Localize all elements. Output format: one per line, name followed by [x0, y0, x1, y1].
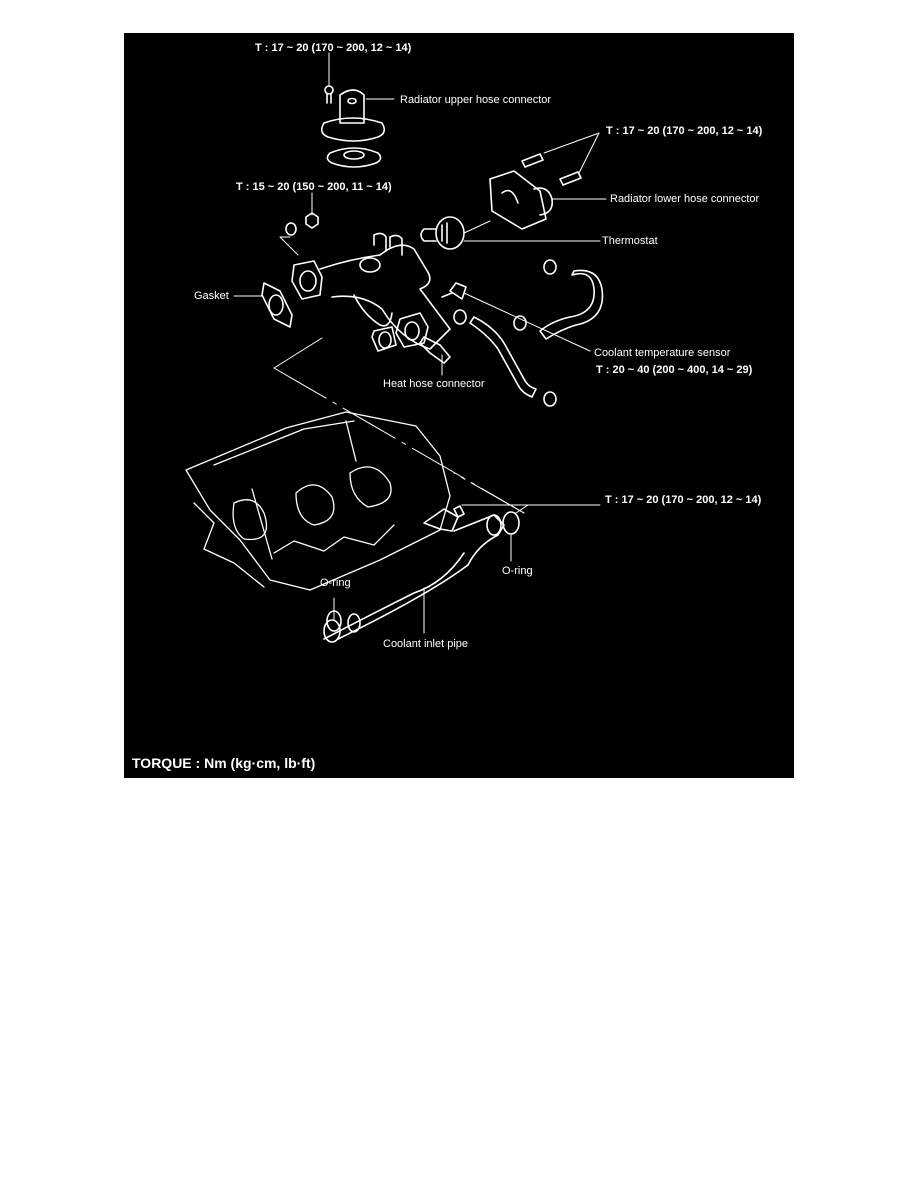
- label-gasket: Gasket: [194, 290, 229, 302]
- upper-gasket-icon: [326, 147, 382, 168]
- label-radiator-lower-hose-connector: Radiator lower hose connector: [610, 193, 760, 205]
- coolant-temperature-sensor-icon: [441, 282, 591, 352]
- label-thermostat: Thermostat: [602, 235, 658, 247]
- lower-connector-bolts-icon: [521, 132, 600, 186]
- radiator-upper-hose-connector-icon: [320, 89, 395, 142]
- outlet-nut-icon: [279, 192, 319, 256]
- lower-gasket-icon: [371, 326, 397, 352]
- heat-hose-connector-icon: [419, 336, 451, 376]
- label-o-ring-left: O-ring: [320, 577, 351, 589]
- coolant-inlet-pipe-icon: [323, 504, 601, 643]
- engine-block-icon: [185, 411, 451, 591]
- upper-connector-bolt-icon: [324, 52, 334, 104]
- torque-label-upper-hose: T : 17 ~ 20 (170 ~ 200, 12 ~ 14): [255, 42, 412, 54]
- alignment-lines: [273, 337, 525, 514]
- torque-label-lower-hose-bolts: T : 17 ~ 20 (170 ~ 200, 12 ~ 14): [606, 125, 763, 137]
- hoses-and-clamps-icon: [453, 259, 604, 407]
- torque-label-outlet-nut: T : 15 ~ 20 (150 ~ 200, 11 ~ 14): [236, 181, 392, 193]
- torque-label-sensor: T : 20 ~ 40 (200 ~ 400, 14 ~ 29): [596, 364, 753, 376]
- label-coolant-inlet-pipe: Coolant inlet pipe: [383, 638, 469, 650]
- label-coolant-temperature-sensor: Coolant temperature sensor: [594, 347, 731, 359]
- water-outlet-fitting-icon: [291, 232, 451, 350]
- radiator-lower-hose-connector-icon: [489, 170, 607, 230]
- torque-units-legend: TORQUE : Nm (kg·cm, lb·ft): [132, 755, 316, 771]
- label-o-ring-right: O-ring: [502, 565, 533, 577]
- diagram-panel: T : 17 ~ 20 (170 ~ 200, 12 ~ 14) Radiato…: [124, 33, 794, 778]
- label-heat-hose-connector: Heat hose connector: [383, 378, 485, 390]
- gasket-icon: [233, 282, 293, 328]
- label-radiator-upper-hose-connector: Radiator upper hose connector: [400, 94, 552, 106]
- exploded-view-drawing: [185, 52, 607, 643]
- torque-label-inlet-pipe: T : 17 ~ 20 (170 ~ 200, 12 ~ 14): [605, 494, 762, 506]
- thermostat-icon: [420, 216, 601, 250]
